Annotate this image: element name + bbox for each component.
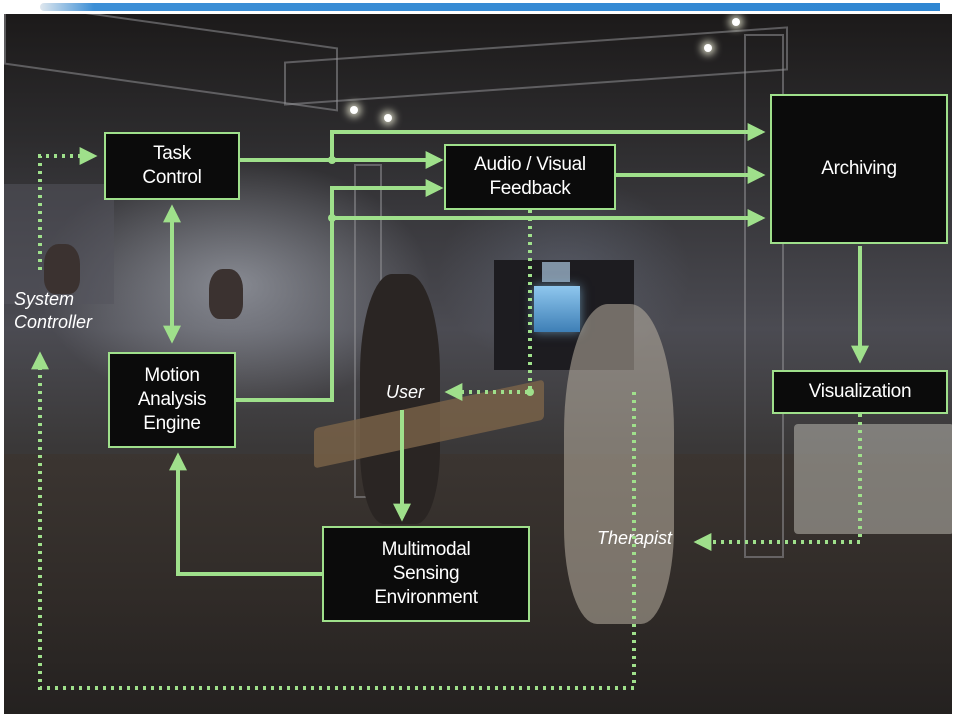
therapist-label: Therapist bbox=[597, 528, 673, 548]
visualization-box: Visualization bbox=[772, 370, 948, 414]
ceiling-light bbox=[732, 18, 740, 26]
audio-visual-feedback-box: Audio / Visual Feedback bbox=[444, 144, 616, 210]
slide-header-stripe bbox=[40, 3, 940, 11]
laptop bbox=[794, 424, 952, 534]
task-control-box: Task Control bbox=[104, 132, 240, 200]
junction-dot bbox=[328, 214, 336, 222]
background-person bbox=[44, 244, 80, 294]
dotted-visualization-to-therapist bbox=[693, 414, 862, 551]
truss-column-right bbox=[744, 34, 784, 558]
dotted-controller-to-task bbox=[38, 147, 98, 270]
slide-top-bar bbox=[0, 0, 960, 14]
junction-dot bbox=[526, 388, 534, 396]
multimodal-sensing-environment-box: Multimodal Sensing Environment bbox=[322, 526, 530, 622]
ceiling-light bbox=[704, 44, 712, 52]
dotted-feedback-to-user bbox=[444, 210, 532, 401]
dotted-loop-to-controller bbox=[31, 351, 636, 690]
ceiling-light bbox=[350, 106, 358, 114]
motion-analysis-engine-box: Motion Analysis Engine bbox=[108, 352, 236, 448]
arrow-motion-to-feedback bbox=[236, 179, 444, 402]
junction-dot bbox=[328, 156, 336, 164]
arrow-sensing-to-motion bbox=[169, 452, 322, 576]
system-controller-label: System Controller bbox=[14, 289, 93, 332]
therapist-person-silhouette bbox=[564, 304, 674, 624]
background-person bbox=[209, 269, 243, 319]
archiving-box: Archiving bbox=[770, 94, 948, 244]
display-monitor bbox=[534, 286, 580, 332]
user-label: User bbox=[386, 382, 425, 402]
small-monitor bbox=[542, 262, 570, 282]
ceiling-light bbox=[384, 114, 392, 122]
arrow-task-to-archiving bbox=[330, 123, 766, 160]
